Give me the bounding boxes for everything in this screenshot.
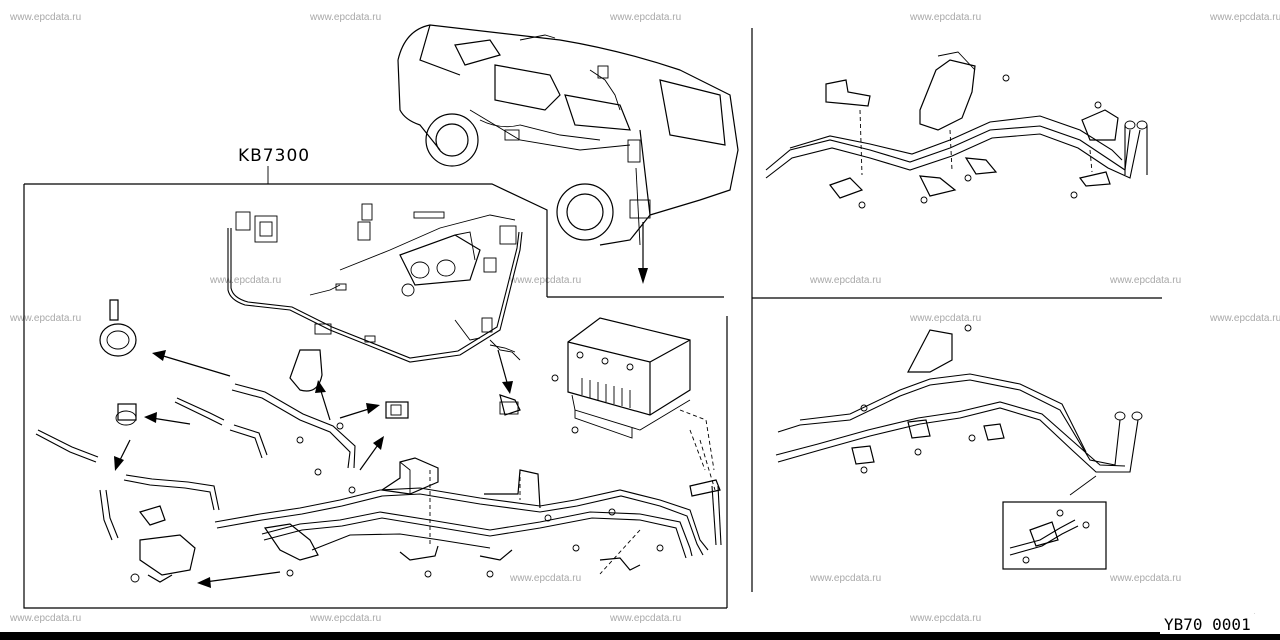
watermark: www.epcdata.ru bbox=[809, 275, 881, 286]
watermark: www.epcdata.ru bbox=[1209, 12, 1280, 23]
footer-bar bbox=[0, 632, 1280, 640]
fuel-line-parts bbox=[35, 299, 722, 583]
watermark: www.epcdata.ru bbox=[309, 613, 381, 624]
panel-dividers bbox=[547, 28, 1162, 608]
watermark: www.epcdata.ru bbox=[9, 12, 81, 23]
watermark: www.epcdata.ru bbox=[1109, 275, 1181, 286]
frame-border bbox=[23, 184, 727, 609]
watermark: www.epcdata.ru bbox=[9, 313, 81, 324]
wiring-harness bbox=[227, 203, 523, 415]
diagram-code-label: YB70 0001 bbox=[1164, 615, 1251, 634]
watermark-layer: www.epcdata.ru www.epcdata.ru www.epcdat… bbox=[9, 12, 1280, 624]
watermark: www.epcdata.ru bbox=[609, 12, 681, 23]
inset-detail-box bbox=[1002, 501, 1107, 570]
main-assembly-frame: KB7300 bbox=[23, 146, 727, 609]
watermark: www.epcdata.ru bbox=[909, 313, 981, 324]
watermark: www.epcdata.ru bbox=[609, 613, 681, 624]
watermark: www.epcdata.ru bbox=[809, 573, 881, 584]
watermark: www.epcdata.ru bbox=[9, 613, 81, 624]
van-illustration bbox=[397, 24, 739, 284]
watermark: www.epcdata.ru bbox=[909, 613, 981, 624]
watermark: www.epcdata.ru bbox=[209, 275, 281, 286]
part-number-label: KB7300 bbox=[238, 146, 310, 166]
watermark: www.epcdata.ru bbox=[509, 275, 581, 286]
watermark: www.epcdata.ru bbox=[509, 573, 581, 584]
watermark: www.epcdata.ru bbox=[309, 12, 381, 23]
detail-panel-top-right bbox=[765, 51, 1148, 209]
watermark: www.epcdata.ru bbox=[1109, 573, 1181, 584]
code-label-background bbox=[1160, 614, 1280, 634]
watermark: www.epcdata.ru bbox=[909, 12, 981, 23]
callout-arrows bbox=[114, 349, 513, 588]
frame-border bbox=[24, 183, 548, 297]
watermark: www.epcdata.ru bbox=[1209, 313, 1280, 324]
footer: YB70 0001 bbox=[0, 614, 1280, 640]
canister-box bbox=[567, 317, 715, 471]
detail-panel-bottom-right bbox=[775, 324, 1143, 570]
arrow-head bbox=[638, 268, 648, 284]
